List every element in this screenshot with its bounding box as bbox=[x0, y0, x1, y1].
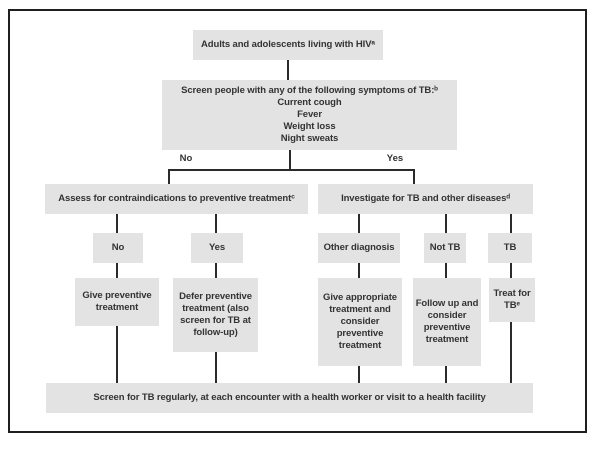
connector-line bbox=[510, 322, 512, 383]
connector-line bbox=[358, 366, 360, 383]
assess-contraindications-box: Assess for contraindications to preventi… bbox=[45, 184, 308, 214]
root-population-box: Adults and adolescents living with HIVᵃ bbox=[193, 30, 383, 60]
connector-line bbox=[445, 263, 447, 278]
symptom-item: Weight loss bbox=[283, 121, 336, 132]
figure-border bbox=[8, 9, 587, 433]
connector-line bbox=[358, 263, 360, 278]
decision-box-no: No bbox=[93, 233, 143, 263]
footer-screen-regularly-box: Screen for TB regularly, at each encount… bbox=[46, 383, 533, 413]
symptom-item: Night sweats bbox=[280, 133, 339, 144]
action-box-give-appropriate-treatment: Give appropriate treatment and consider … bbox=[318, 278, 402, 366]
connector-line bbox=[358, 214, 360, 233]
connector-line bbox=[445, 366, 447, 383]
connector-line bbox=[215, 263, 217, 278]
connector-line bbox=[116, 263, 118, 278]
investigate-tb-box: Investigate for TB and other diseasesᵈ bbox=[318, 184, 533, 214]
action-box-give-preventive-treatment: Give preventive treatment bbox=[75, 278, 159, 326]
branch-label-no: No bbox=[179, 153, 193, 164]
connector-line bbox=[445, 214, 447, 233]
action-box-defer-preventive-treatment: Defer preventive treatment (also screen … bbox=[173, 278, 258, 352]
connector-line bbox=[168, 169, 170, 184]
connector-line bbox=[215, 214, 217, 233]
symptom-screen-title: Screen people with any of the following … bbox=[181, 85, 438, 96]
action-box-follow-up: Follow up and consider preventive treatm… bbox=[413, 278, 481, 366]
connector-line bbox=[215, 352, 217, 383]
connector-line bbox=[116, 326, 118, 383]
decision-box-not-tb: Not TB bbox=[424, 233, 466, 263]
decision-box-other-diagnosis: Other diagnosis bbox=[318, 233, 400, 263]
connector-line bbox=[510, 263, 512, 278]
decision-box-tb: TB bbox=[488, 233, 532, 263]
connector-line bbox=[510, 214, 512, 233]
connector-line bbox=[413, 169, 415, 184]
branch-label-yes: Yes bbox=[386, 153, 404, 164]
symptom-screen-box: Screen people with any of the following … bbox=[162, 80, 457, 150]
connector-line bbox=[289, 150, 291, 170]
decision-box-yes: Yes bbox=[191, 233, 243, 263]
connector-line bbox=[116, 214, 118, 233]
symptom-item: Current cough bbox=[277, 97, 342, 108]
action-box-treat-for-tb: Treat for TBᵉ bbox=[489, 278, 535, 322]
connector-line bbox=[287, 60, 289, 80]
symptom-item: Fever bbox=[297, 109, 322, 120]
connector-line bbox=[168, 169, 415, 171]
